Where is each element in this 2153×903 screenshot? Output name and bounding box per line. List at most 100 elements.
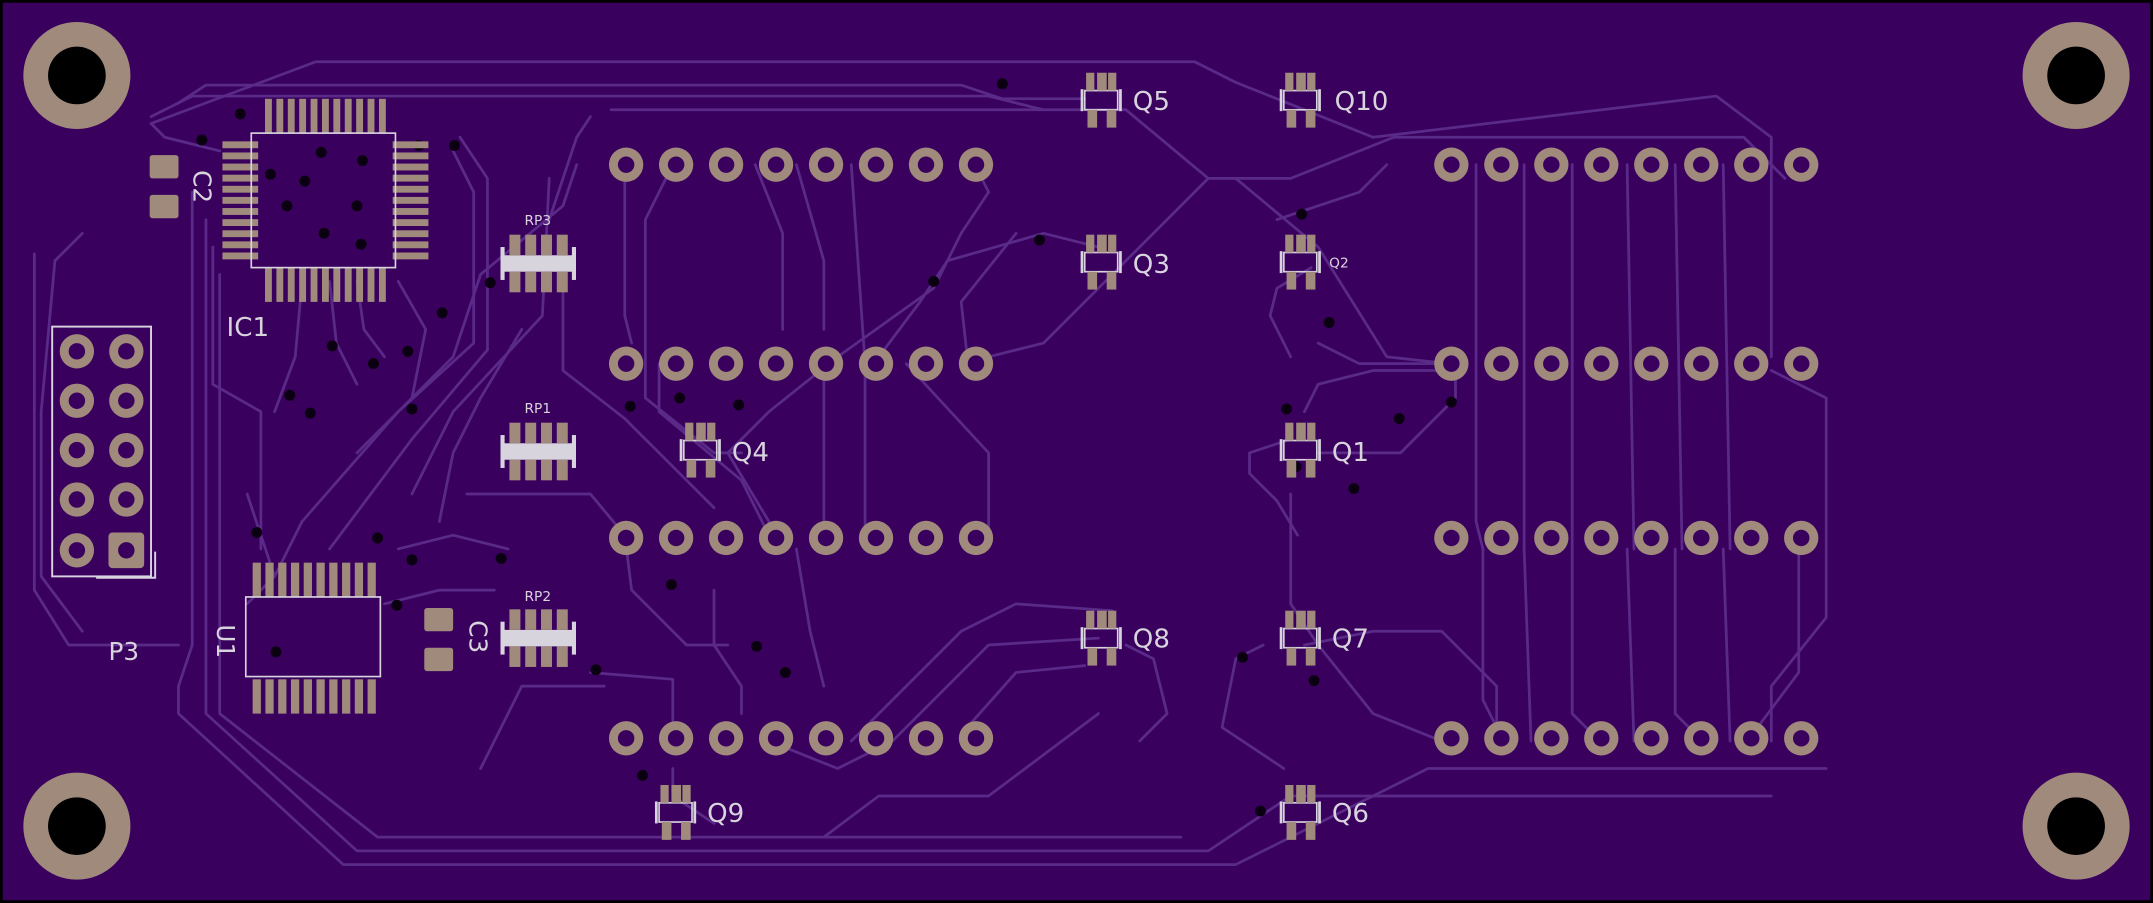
via	[674, 392, 686, 404]
via	[234, 108, 246, 120]
c3-capacitor[interactable]	[424, 607, 454, 672]
transistor-pad	[1087, 647, 1098, 666]
u1-package[interactable]	[244, 562, 382, 714]
transistor-q10[interactable]	[1279, 72, 1321, 128]
through-hole-drill	[1693, 529, 1710, 547]
transistor-pad	[1286, 459, 1297, 478]
resistor-pack-pad	[525, 646, 537, 667]
transistor-pad	[1087, 109, 1098, 128]
trace	[355, 163, 579, 455]
u1-pin	[265, 562, 274, 597]
ic1-pin	[392, 252, 429, 260]
transistor-pad	[1286, 109, 1297, 128]
transistor-q5[interactable]	[1080, 72, 1122, 128]
via	[196, 134, 208, 146]
trace	[849, 602, 1114, 743]
q9-label: Q9	[707, 799, 744, 829]
u1-pin	[329, 679, 338, 714]
resistor-pack-pad	[509, 422, 521, 444]
resistor-pack-pad	[525, 609, 537, 630]
through-hole-drill	[1443, 355, 1460, 372]
transistor-q6[interactable]	[1279, 784, 1321, 840]
through-hole-drill	[1493, 156, 1510, 173]
resistor-pack-pad	[509, 609, 521, 630]
via	[281, 200, 293, 212]
resistor-pack-body	[502, 629, 574, 647]
via	[372, 532, 384, 544]
trace	[623, 163, 633, 345]
ic1-pin	[310, 267, 318, 302]
via	[436, 307, 448, 319]
transistor-pad	[671, 784, 682, 803]
transistor-pad	[681, 822, 691, 840]
transistor-q1[interactable]	[1279, 422, 1321, 478]
through-hole-drill	[1792, 156, 1810, 173]
p3-drill	[118, 343, 135, 360]
resistor-pack-rp2[interactable]	[500, 609, 577, 667]
c2-capacitor[interactable]	[149, 155, 179, 219]
p3-header[interactable]	[51, 325, 157, 579]
transistor-pad	[1108, 610, 1117, 629]
through-hole-drill	[667, 156, 685, 173]
p3-pads	[59, 334, 145, 569]
trace	[1625, 547, 1636, 743]
transistor-pad	[1296, 784, 1306, 803]
trace	[1673, 163, 1684, 551]
via	[484, 277, 496, 289]
transistor-q4[interactable]	[679, 422, 721, 478]
ic1-package[interactable]	[222, 98, 429, 302]
transistor-q8[interactable]	[1080, 610, 1122, 666]
transistor-pad	[660, 784, 669, 803]
through-hole-drill	[617, 355, 635, 372]
q8-label: Q8	[1133, 625, 1170, 655]
transistor-pad	[1286, 822, 1297, 840]
through-hole-drill	[1643, 156, 1660, 173]
via	[1237, 651, 1249, 663]
trace	[383, 588, 496, 606]
trace	[1303, 629, 1499, 743]
transistor-pad	[1097, 234, 1107, 253]
resistor-pack-rp1[interactable]	[500, 422, 577, 481]
c3-label: C3	[464, 620, 493, 653]
trace	[1474, 163, 1485, 551]
through-hole-drill	[967, 529, 985, 547]
transistor-q7[interactable]	[1279, 610, 1321, 666]
ic1-pads	[222, 98, 429, 302]
resistor-pack-pad	[540, 609, 552, 630]
p3-label: P3	[108, 637, 139, 666]
u1-pin	[265, 679, 274, 714]
transistor-q3[interactable]	[1080, 234, 1122, 290]
u1-pin	[290, 562, 300, 597]
transistor-pad	[1296, 234, 1306, 253]
resistor-pack-pad	[540, 422, 552, 444]
through-hole-drill	[867, 355, 885, 372]
through-hole-drill	[917, 730, 935, 747]
transistor-pad	[1305, 822, 1316, 840]
u1-pin	[303, 562, 312, 597]
rp1-label: RP1	[525, 401, 552, 417]
resistor-pack-rp3[interactable]	[500, 234, 577, 293]
mounting-hole	[2047, 46, 2105, 105]
through-hole-drill	[1593, 529, 1610, 547]
transistor-q9[interactable]	[654, 784, 697, 840]
through-hole-drill	[1792, 730, 1810, 747]
transistor-pad	[1285, 422, 1294, 441]
u1-pin	[329, 562, 338, 597]
resistor-pack-pad	[540, 271, 552, 293]
p3-drill	[118, 392, 135, 409]
p3-drill	[68, 441, 86, 459]
ic1-pin	[222, 219, 259, 227]
via	[590, 664, 602, 676]
trace	[177, 83, 1087, 105]
transistor-pad	[1307, 784, 1316, 803]
u1-pin	[342, 562, 351, 597]
transistor-q2[interactable]	[1279, 234, 1321, 290]
transistor-pad	[1285, 784, 1294, 803]
u1-pin	[252, 562, 261, 597]
trace	[1234, 177, 1450, 366]
resistor-pack-pad	[509, 459, 521, 481]
trace	[623, 533, 730, 647]
trace	[547, 115, 592, 221]
p3-drill	[118, 441, 135, 459]
trace	[623, 417, 716, 510]
